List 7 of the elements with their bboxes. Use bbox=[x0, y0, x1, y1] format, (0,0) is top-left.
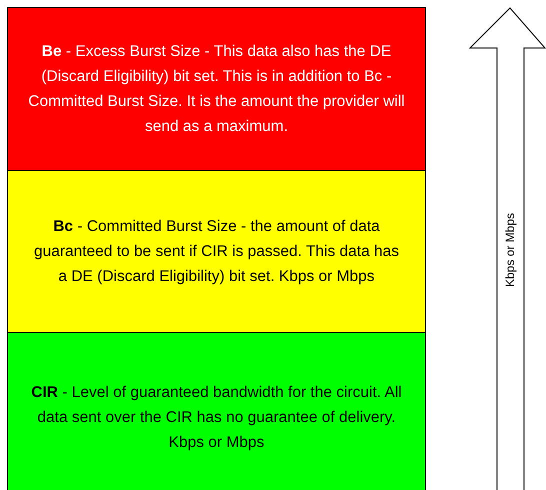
band-description: Bc - Committed Burst Size - the amount of data guaranteed to be sent if CIR is passed. This data has a DE (Discard Eligibility) bit set. Kbps or Mbps bbox=[32, 217, 400, 287]
bandwidth-band bbox=[7, 7, 426, 171]
band-description: CIR - Level of guaranteed bandwidth for the circuit. All data sent over the CIR has no guarantee of delivery. Kbps or Mbps bbox=[30, 382, 403, 452]
bandwidth-band bbox=[7, 170, 426, 333]
bandwidth-band bbox=[7, 332, 426, 490]
axis-label: Kbps or Mbps bbox=[503, 212, 518, 288]
band-description: Be - Excess Burst Size - This data also has the DE (Discard Eligibility) bit set. This is in addition to Bc - Committed Burst Size. It is the amount the provider will send as a maximum. bbox=[27, 42, 406, 137]
